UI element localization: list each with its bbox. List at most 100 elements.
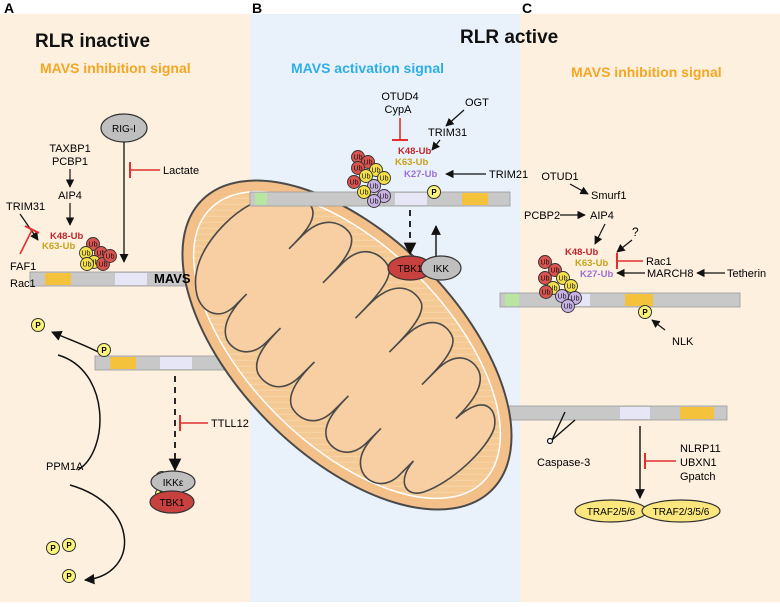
trim21-label: TRIM21: [489, 169, 528, 181]
trim31-arrow-b: [431, 139, 441, 151]
mitochondrion: [181, 179, 513, 511]
phospho-label: P: [431, 188, 437, 197]
ub-circle: [539, 285, 553, 299]
ub-label: Ub: [551, 268, 560, 275]
faf1-inhibit-line: [19, 229, 33, 255]
ub-label: Ub: [372, 168, 381, 175]
aip4-label-a: AIP4: [58, 190, 82, 202]
otud1-label: OTUD1: [541, 171, 578, 183]
phospho-label: P: [101, 346, 107, 355]
nlrp11-label: NLRP11: [680, 443, 721, 455]
ttll12-label: TTLL12: [211, 418, 249, 430]
phospho-circle: [31, 318, 45, 332]
mavs-bar-b-top-domain-green: [255, 193, 267, 205]
traf-a-label: TRAF2/5/6: [587, 507, 636, 518]
aip4-label-c: AIP4: [590, 210, 614, 222]
lactate-label: Lactate: [163, 165, 199, 177]
pcbp1-label: PCBP1: [52, 156, 88, 168]
ub-label: Ub: [564, 304, 573, 311]
phospho-circle: [62, 569, 76, 583]
tbk1-label-b: TBK1: [397, 264, 422, 275]
nlk-arrow: [651, 319, 666, 331]
ub-label: Ub: [558, 294, 567, 301]
cypa-label: CypA: [385, 104, 413, 116]
ub-label: Ub: [567, 284, 576, 291]
mavs-bar-c-low: [484, 405, 728, 421]
ikk-node: [420, 255, 462, 281]
trim31-label-a: TRIM31: [6, 201, 45, 213]
ub-label: Ub: [541, 260, 550, 267]
nlk-label: NLK: [672, 336, 694, 348]
caspase3-label: Caspase-3: [537, 457, 590, 469]
mavs-bar-b-top-domain-lavender: [395, 193, 427, 205]
ub-circle: [367, 194, 381, 208]
ub-label: Ub: [571, 296, 580, 303]
ub-label: Ub: [380, 194, 389, 201]
ub-label: Ub: [370, 184, 379, 191]
top-strip: [0, 0, 780, 14]
phospho-circle: [62, 538, 76, 552]
k48-label-a: K48-Ub: [50, 231, 83, 242]
mavs-bar-c-mid-body: [499, 292, 741, 308]
ub-label: Ub: [364, 160, 373, 167]
panel-b-subtitle: MAVS activation signal: [291, 60, 444, 76]
question-arrow: [616, 239, 633, 253]
ppm1a-arc-bottom: [69, 484, 126, 585]
mavs-bar-c-mid: [499, 292, 741, 308]
ub-circle: [561, 299, 575, 313]
mavs-label: MAVS: [154, 271, 191, 286]
ub-circle: [347, 175, 361, 189]
tbk1-label-a: TBK1: [159, 498, 184, 509]
mavs-bar-c-mid-domain-yellow: [625, 294, 653, 306]
panel-c-letter: C: [522, 0, 532, 16]
faf1-label: FAF1: [10, 261, 36, 273]
ub-label: Ub: [97, 251, 106, 258]
pcbp2-label: PCBP2: [524, 210, 560, 222]
traf-b-node: [641, 499, 721, 523]
phospho-label: P: [50, 544, 56, 553]
phospho-circle: [97, 343, 111, 357]
ub-label: Ub: [362, 174, 371, 181]
mavs-bar-c-mid-domain-green: [505, 294, 519, 306]
rig-i-label: RIG-I: [112, 124, 136, 135]
panel-c-subtitle: MAVS inhibition signal: [571, 64, 722, 80]
mavs-bar-a-mid-domain-yellow: [110, 357, 136, 369]
ub-label: Ub: [82, 251, 91, 258]
phospho-label: P: [66, 572, 72, 581]
panel-a-title: RLR inactive: [35, 31, 150, 52]
phospho-circle: [638, 305, 652, 319]
ub-label: Ub: [559, 276, 568, 283]
ppm1a-label: PPM1A: [46, 461, 84, 473]
mavs-bar-b-top-domain-yellow: [462, 193, 488, 205]
phospho-label: P: [66, 541, 72, 550]
ub-circle: [538, 255, 552, 269]
mavs-bars-behind: [29, 271, 741, 421]
mavs-bar-c-low-domain-yellow: [680, 407, 714, 419]
k48-label-b: K48-Ub: [398, 146, 431, 157]
k27-label-b: K27-Ub: [404, 169, 437, 180]
gpatch-label: Gpatch: [680, 471, 715, 483]
phospho-circle: [46, 541, 60, 555]
k63-label-a: K63-Ub: [42, 241, 75, 252]
ub-circle: [103, 249, 117, 263]
panel-b-letter: B: [252, 0, 262, 16]
ub-label: Ub: [354, 166, 363, 173]
ub-label: Ub: [541, 276, 550, 283]
rac1-label-c: Rac1: [646, 256, 672, 268]
ogt-label: OGT: [465, 97, 489, 109]
aip4-arrow-c: [594, 223, 606, 245]
otud4-label: OTUD4: [381, 91, 418, 103]
taxbp1-label: TAXBP1: [49, 143, 90, 155]
ub-label: Ub: [542, 290, 551, 297]
ikke-label: IKKε: [163, 478, 184, 489]
rac1-label-a: Rac1: [10, 278, 36, 290]
ubxn1-label: UBXN1: [680, 457, 717, 469]
panel-b-title: RLR active: [460, 27, 558, 48]
trim31-label-b: TRIM31: [428, 127, 467, 139]
k27-label-c: K27-Ub: [580, 269, 613, 280]
ub-circle: [359, 169, 373, 183]
ub-circle: [80, 257, 94, 271]
